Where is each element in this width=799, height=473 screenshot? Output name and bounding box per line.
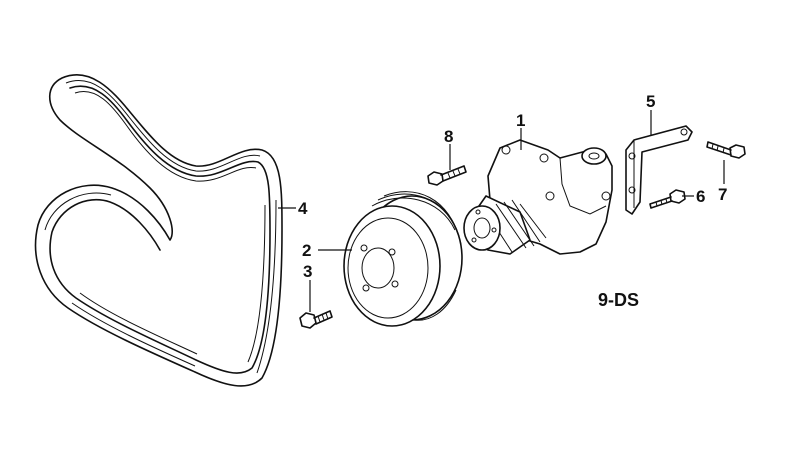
hex-bolt-icon[interactable] bbox=[427, 165, 467, 186]
hex-bolt-icon[interactable] bbox=[706, 141, 746, 159]
hex-bolt-icon[interactable] bbox=[649, 189, 686, 209]
callout-7: 7 bbox=[718, 185, 727, 204]
callout-5: 5 bbox=[646, 92, 655, 111]
ribbed-belt-icon[interactable] bbox=[34, 74, 283, 387]
callout-8: 8 bbox=[444, 127, 453, 146]
callout-2: 2 bbox=[302, 241, 311, 260]
hex-bolt-icon[interactable] bbox=[299, 310, 333, 329]
callout-1: 1 bbox=[516, 111, 525, 130]
bracket-icon[interactable] bbox=[625, 125, 693, 215]
callout-3: 3 bbox=[303, 262, 312, 281]
pulley-icon[interactable] bbox=[343, 191, 463, 327]
callout-4: 4 bbox=[298, 199, 308, 218]
callout-6: 6 bbox=[696, 187, 705, 206]
diagram-code: 9-DS bbox=[598, 290, 639, 310]
water-pump-icon[interactable] bbox=[463, 139, 613, 255]
leader-lines bbox=[278, 110, 725, 312]
